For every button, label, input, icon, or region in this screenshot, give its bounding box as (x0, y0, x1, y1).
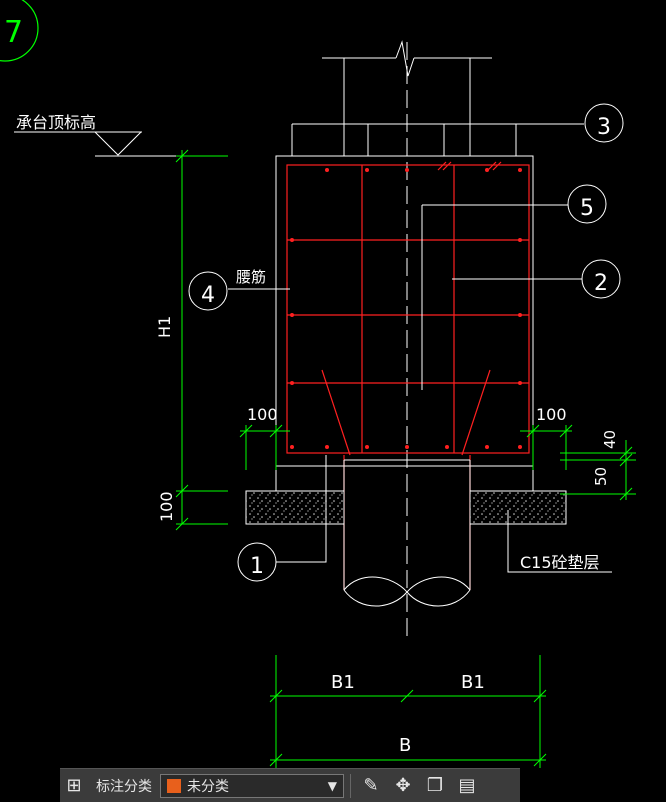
category-color-swatch (167, 778, 181, 793)
elevation-marker: 承台顶标高 (14, 113, 228, 157)
dimensions (175, 149, 636, 768)
dim-40: 40 (601, 430, 619, 449)
callout-2-label: 2 (594, 271, 608, 296)
category-select-value: 未分类 (187, 778, 229, 795)
dim-50: 50 (592, 467, 610, 486)
callout-1-label: 1 (250, 554, 264, 579)
dim-b1-right: B1 (461, 672, 485, 693)
callout-2: 2 (452, 259, 621, 299)
rebar-dots (290, 168, 522, 449)
category-select[interactable]: 未分类 ▼ (160, 773, 344, 798)
dim-b: B (399, 735, 411, 756)
pile (343, 459, 471, 607)
rebar-cage (286, 161, 530, 590)
waist-bar-label: 腰筋 (236, 268, 266, 286)
corner-marker: 7 (0, 0, 39, 62)
callout-3-label: 3 (597, 115, 611, 140)
corner-label: 7 (4, 15, 23, 50)
dim-bottom-100: 100 (157, 491, 176, 522)
copy-icon[interactable]: ❐ (426, 775, 444, 796)
chevron-down-icon: ▼ (327, 778, 337, 793)
callout-4-label: 4 (201, 283, 215, 308)
move-icon[interactable]: ✥ (395, 775, 411, 796)
edit-icon[interactable]: ✎ (363, 775, 379, 796)
dim-h1: H1 (155, 316, 174, 338)
callout-5-label: 5 (580, 196, 594, 221)
dim-b1-left: B1 (331, 672, 355, 693)
cushion-callout: C15砼垫层 (507, 510, 612, 573)
category-label: 标注分类 (96, 778, 152, 795)
dim-right-offset: 100 (536, 405, 567, 424)
cushion-label: C15砼垫层 (520, 553, 600, 572)
extension-lines (275, 466, 534, 491)
paste-icon[interactable]: ▤ (458, 775, 476, 796)
callout-3: 3 (584, 103, 624, 143)
dim-left-offset: 100 (247, 405, 278, 424)
elevation-label: 承台顶标高 (16, 113, 96, 132)
toolbar-separator (350, 773, 351, 798)
column-above (291, 40, 584, 156)
callout-4: 4 腰筋 (188, 268, 290, 311)
callout-5: 5 (421, 184, 607, 390)
callout-1: 1 (237, 455, 327, 582)
grid-icon[interactable]: ⊞ (66, 775, 82, 796)
dimension-texts: H1 100 100 100 40 50 B1 B1 B (155, 316, 619, 756)
pile-cap-outline (275, 155, 534, 467)
cushion-layer (245, 490, 567, 525)
annotation-toolbar: ⊞ 标注分类 未分类 ▼ ✎ ✥ ❐ ▤ (60, 768, 520, 802)
